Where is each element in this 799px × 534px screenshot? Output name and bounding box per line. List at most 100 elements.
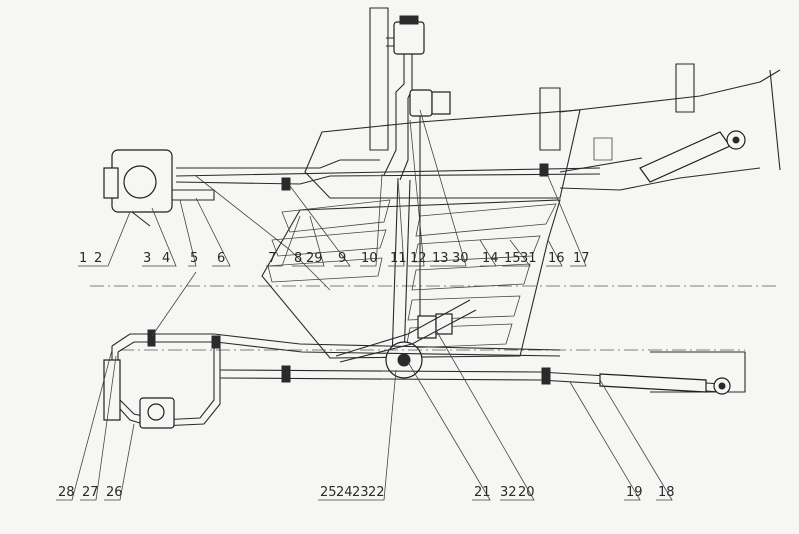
leader-25-22: [318, 369, 397, 501]
pipe-main-low: [175, 173, 601, 185]
chassis-diagonal: [195, 175, 331, 291]
label-3: 3: [143, 251, 151, 266]
leader-lines: [56, 109, 673, 501]
label-28: 28: [58, 485, 75, 500]
pipe-left-drop: [159, 342, 215, 421]
label-10: 10: [361, 251, 378, 266]
leader-21: [407, 361, 491, 501]
lower-pipe-diag: [335, 299, 471, 357]
steering-cylinder-lower: [599, 373, 707, 393]
reservoir-bracket: [386, 37, 394, 47]
label-22: 22: [368, 485, 385, 500]
leader-8-29: [292, 215, 325, 267]
leader-5: [179, 199, 197, 267]
steering-gear-disc: [123, 165, 157, 199]
leader-12: [408, 119, 425, 267]
leader-17: [547, 175, 587, 267]
cab-outline: [304, 109, 581, 199]
part-labels: 1 2 3 4 5 6 7 8 29 9 10 11 12 13 30 14 1…: [58, 251, 675, 500]
label-14: 14: [482, 251, 499, 266]
label-15: 15: [504, 251, 521, 266]
label-20: 20: [518, 485, 535, 500]
label-6: 6: [217, 251, 225, 266]
valve-wheel-hub: [397, 353, 411, 367]
leader-26: [104, 423, 135, 501]
leader-32-20: [435, 329, 535, 501]
steering-gear-arm: [131, 211, 151, 227]
lower-pipe-diag-2: [339, 309, 477, 363]
louver-1: [281, 199, 391, 233]
cylinder-pin-upper: [732, 136, 740, 144]
label-16: 16: [548, 251, 565, 266]
label-30: 30: [452, 251, 469, 266]
rear-frame: [539, 87, 561, 151]
label-26: 26: [106, 485, 123, 500]
label-27: 27: [82, 485, 99, 500]
clamp-left-1: [147, 329, 156, 347]
pipe-main-top: [176, 159, 380, 169]
label-23: 23: [352, 485, 369, 500]
label-18: 18: [658, 485, 675, 500]
leader-27: [80, 355, 117, 501]
leader-16: [546, 239, 563, 267]
label-2: 2: [94, 251, 102, 266]
label-9: 9: [338, 251, 346, 266]
leader-13-30: [419, 109, 467, 267]
leader-5-lower: [151, 271, 197, 337]
louver-8: [405, 323, 513, 349]
label-29: 29: [306, 251, 323, 266]
steering-gear-plate: [103, 167, 119, 199]
label-19: 19: [626, 485, 643, 500]
leader-18: [599, 379, 673, 501]
pipe-left-outer: [111, 333, 561, 351]
label-32: 32: [500, 485, 517, 500]
clamp-lower-mid: [281, 365, 291, 383]
leader-3-4: [142, 207, 177, 267]
leader-19: [569, 381, 641, 501]
reservoir-pipe-a: [383, 54, 405, 176]
leader-9: [289, 185, 351, 267]
label-31: 31: [520, 251, 537, 266]
reservoir-pipe-b: [399, 54, 413, 181]
lower-gear-disc: [147, 403, 165, 421]
reservoir-cap: [399, 15, 419, 25]
steering-gear-bracket: [172, 189, 215, 201]
rear-wall: [769, 69, 781, 171]
label-12: 12: [410, 251, 427, 266]
label-17: 17: [573, 251, 590, 266]
steering-cylinder-upper: [639, 131, 731, 183]
lower-assembly-view: [103, 116, 746, 429]
upper-assembly-view: [90, 7, 781, 291]
label-7: 7: [268, 251, 276, 266]
label-24: 24: [336, 485, 353, 500]
side-panel: [261, 199, 561, 359]
leader-1-2: [78, 211, 131, 267]
label-5: 5: [190, 251, 198, 266]
label-25: 25: [320, 485, 337, 500]
louver-4: [415, 203, 557, 237]
louver-5: [413, 235, 541, 263]
frame-post-upper: [369, 7, 389, 151]
louver-7: [407, 295, 521, 321]
pipe-clamp-b: [281, 177, 291, 191]
cylinder-rod-upper: [559, 157, 643, 173]
rear-detail: [593, 137, 613, 161]
rear-post: [675, 63, 695, 113]
clamp-left-2: [211, 335, 221, 349]
label-1: 1: [79, 251, 87, 266]
rear-frame-top: [559, 69, 781, 113]
leader-7: [266, 215, 301, 267]
cylinder-pin-lower: [718, 382, 726, 390]
leader-6: [195, 197, 231, 267]
louver-3: [267, 257, 383, 283]
lower-gear-plate: [103, 359, 121, 421]
riser-12: [403, 179, 411, 361]
pipe-left-drop-2: [159, 342, 221, 427]
leader-14: [479, 239, 497, 267]
rear-frame-bottom: [559, 167, 761, 191]
label-13: 13: [432, 251, 449, 266]
clamp-lower-right: [541, 367, 551, 385]
pump-bracket: [431, 91, 451, 115]
